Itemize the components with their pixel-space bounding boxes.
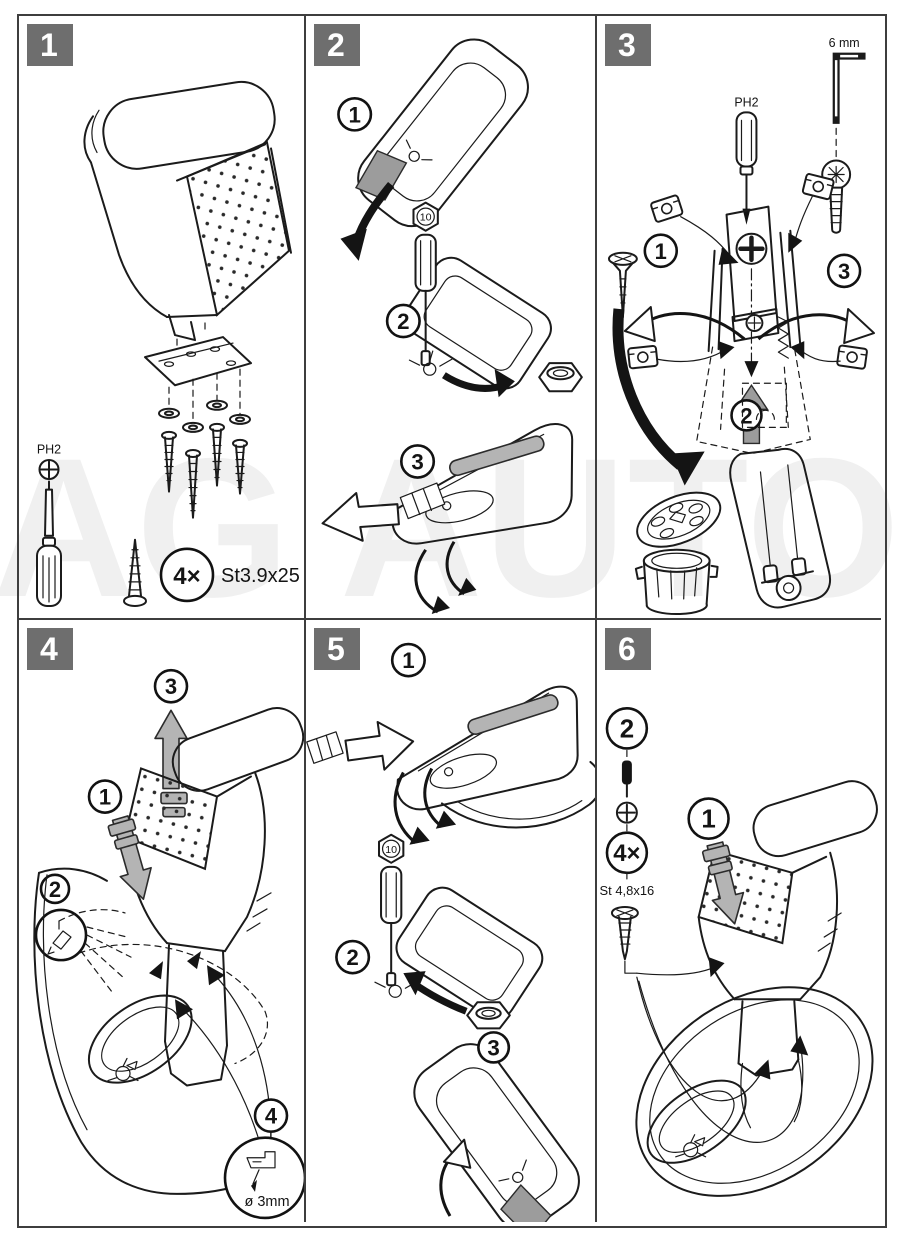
- console-illustration: [635, 957, 874, 1197]
- svg-text:3: 3: [487, 1036, 499, 1061]
- socket-wrench-icon: 10: [412, 201, 439, 367]
- svg-text:2: 2: [397, 309, 409, 334]
- panel-4-drawing: 3 1: [33, 668, 304, 1220]
- slider-frame-illustration: [729, 447, 831, 609]
- screw-icons: [161, 422, 248, 519]
- quantity-label: 4×: [173, 563, 200, 590]
- ph2-screwdriver-illustration: PH2: [36, 442, 62, 607]
- panel-1-number: 1: [27, 24, 73, 66]
- step-2-group: 10 2: [385, 201, 583, 398]
- svg-text:3: 3: [838, 259, 850, 284]
- socket-wrench-icon: 10: [377, 833, 405, 987]
- svg-text:10: 10: [420, 212, 432, 224]
- panel-5-drawing: 1 10: [306, 642, 595, 1222]
- step-2-group: 10 2: [335, 833, 544, 1030]
- discard-arrow: [612, 308, 705, 486]
- svg-text:4: 4: [265, 1104, 278, 1129]
- nut-icon: [538, 362, 583, 393]
- panel-3-number: 3: [605, 24, 651, 66]
- svg-text:6 mm: 6 mm: [829, 36, 860, 50]
- screw-icon: [610, 905, 639, 961]
- step-1-group: 1: [337, 38, 529, 261]
- svg-text:1: 1: [402, 648, 414, 673]
- spring-icon: [777, 316, 789, 359]
- allen-key-icon: 6 mm: [829, 36, 866, 160]
- driver-bit-icon: [621, 760, 632, 785]
- svg-text:3: 3: [165, 674, 177, 699]
- svg-text:1: 1: [348, 102, 360, 127]
- panel-6-drawing: 2 4× St 4,8x16: [600, 706, 878, 1197]
- screw-kit-column: 2 4× St 4,8x16: [600, 706, 655, 974]
- svg-text:10: 10: [385, 844, 397, 856]
- mounting-bracket-illustration: [144, 336, 252, 424]
- ph2-screwdriver-icon: PH2: [734, 95, 759, 225]
- panel-5-number: 5: [314, 628, 360, 670]
- step-2-marking: 2: [34, 873, 132, 994]
- panel-3-drawing: 6 mm PH2: [607, 36, 876, 616]
- armrest-overview-illustration: [83, 80, 292, 356]
- step-1-arrow: [107, 815, 152, 900]
- panel-5: 5: [306, 620, 597, 1222]
- panel-6-number: 6: [605, 628, 651, 670]
- washer-icons: [158, 399, 251, 433]
- panel-2-number: 2: [314, 24, 360, 66]
- screw-spec-label: St3.9x25: [221, 565, 300, 587]
- svg-text:2: 2: [346, 945, 358, 970]
- step-1-arrow: [701, 841, 745, 925]
- drill-spec-label: ø 3mm: [244, 1194, 289, 1210]
- nut-icon: [466, 1001, 511, 1030]
- step-2-arrow: 2: [730, 383, 769, 445]
- step-3-group: 3: [413, 1031, 580, 1222]
- step-1-group: 1: [306, 642, 595, 845]
- screw-kit-label: 4× St3.9x25: [123, 538, 300, 607]
- svg-text:3: 3: [411, 450, 423, 475]
- panel-6: 6 2 4×: [597, 620, 881, 1222]
- step-3-group: 3: [321, 423, 574, 614]
- panel-3: 3 6 mm PH2: [597, 16, 881, 620]
- panel-2-drawing: 1 10: [321, 38, 583, 614]
- svg-text:2: 2: [740, 403, 752, 428]
- svg-text:1: 1: [99, 785, 111, 810]
- panel-2: 2 1: [306, 16, 597, 620]
- svg-text:PH2: PH2: [37, 442, 61, 456]
- latch-icon: [675, 1134, 707, 1158]
- step-4-drill-detail: 4 ø 3mm: [223, 1098, 304, 1220]
- panel-1: 1: [19, 16, 306, 620]
- panel-4: 4 3: [19, 620, 306, 1222]
- svg-text:PH2: PH2: [734, 95, 758, 109]
- screw-spec-label: St 4,8x16: [600, 883, 655, 898]
- svg-text:1: 1: [701, 804, 715, 834]
- countersunk-screw-icon: [607, 251, 638, 319]
- svg-text:2: 2: [620, 713, 634, 743]
- pull-out-arrows: [623, 305, 876, 345]
- housing-dashed-outline: [696, 346, 811, 455]
- slider-bracket-illustration: [707, 205, 802, 378]
- latch-icon: [107, 1057, 139, 1082]
- svg-text:1: 1: [655, 239, 667, 264]
- cup-holder-parts-illustration: [634, 491, 722, 616]
- panel-grid: 1: [17, 14, 887, 1228]
- svg-text:2: 2: [49, 877, 61, 902]
- quantity-label: 4×: [613, 840, 640, 867]
- armrest-illustration: [123, 707, 304, 1087]
- panel-4-number: 4: [27, 628, 73, 670]
- panel-1-drawing: PH2 4× St3.9x25: [36, 80, 300, 607]
